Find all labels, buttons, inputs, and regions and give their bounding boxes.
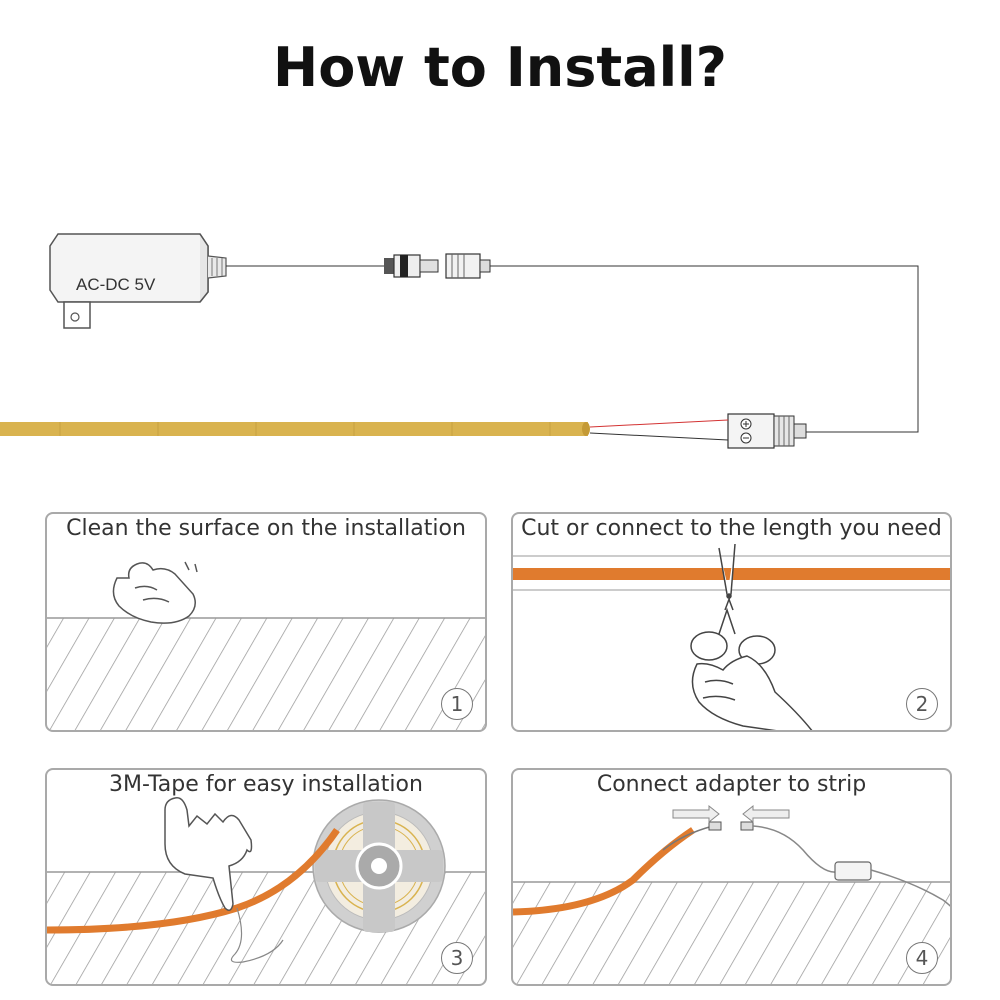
dc-connector-icon	[672, 804, 790, 831]
adapter-label: AC-DC 5V	[76, 275, 156, 294]
terminal-block-icon	[727, 413, 807, 449]
step-2-label: Cut or connect to the length you need	[521, 516, 942, 541]
step-panel-3: 3M-Tape for easy installation 3	[45, 768, 487, 986]
step-3-number: 3	[441, 942, 473, 974]
step-panel-2: Cut or connect to the length you need 2	[511, 512, 952, 732]
power-adapter-icon	[49, 233, 227, 329]
scissors-icon	[690, 543, 776, 665]
hand-icon	[164, 797, 253, 911]
cob-led-strip	[0, 422, 590, 436]
step-panel-4: Connect adapter to strip 4	[511, 768, 952, 986]
hand-icon	[691, 655, 813, 730]
step-4-number: 4	[906, 942, 938, 974]
wiring-diagram: AC-DC 5V	[0, 233, 919, 449]
step-panel-1: Clean the surface on the installation 1	[45, 512, 487, 732]
step-3-label: 3M-Tape for easy installation	[109, 772, 423, 797]
orange-strip	[513, 827, 695, 916]
step-2-number: 2	[906, 688, 938, 720]
step-4-label: Connect adapter to strip	[596, 772, 867, 797]
hand-icon	[112, 561, 198, 624]
step-1-label: Clean the surface on the installation	[66, 516, 466, 541]
switch-icon	[834, 861, 872, 881]
step-1-number: 1	[441, 688, 473, 720]
tape-reel-icon	[312, 799, 446, 933]
page-title: How to Install?	[273, 36, 727, 99]
dc-connector-icon	[384, 253, 491, 279]
